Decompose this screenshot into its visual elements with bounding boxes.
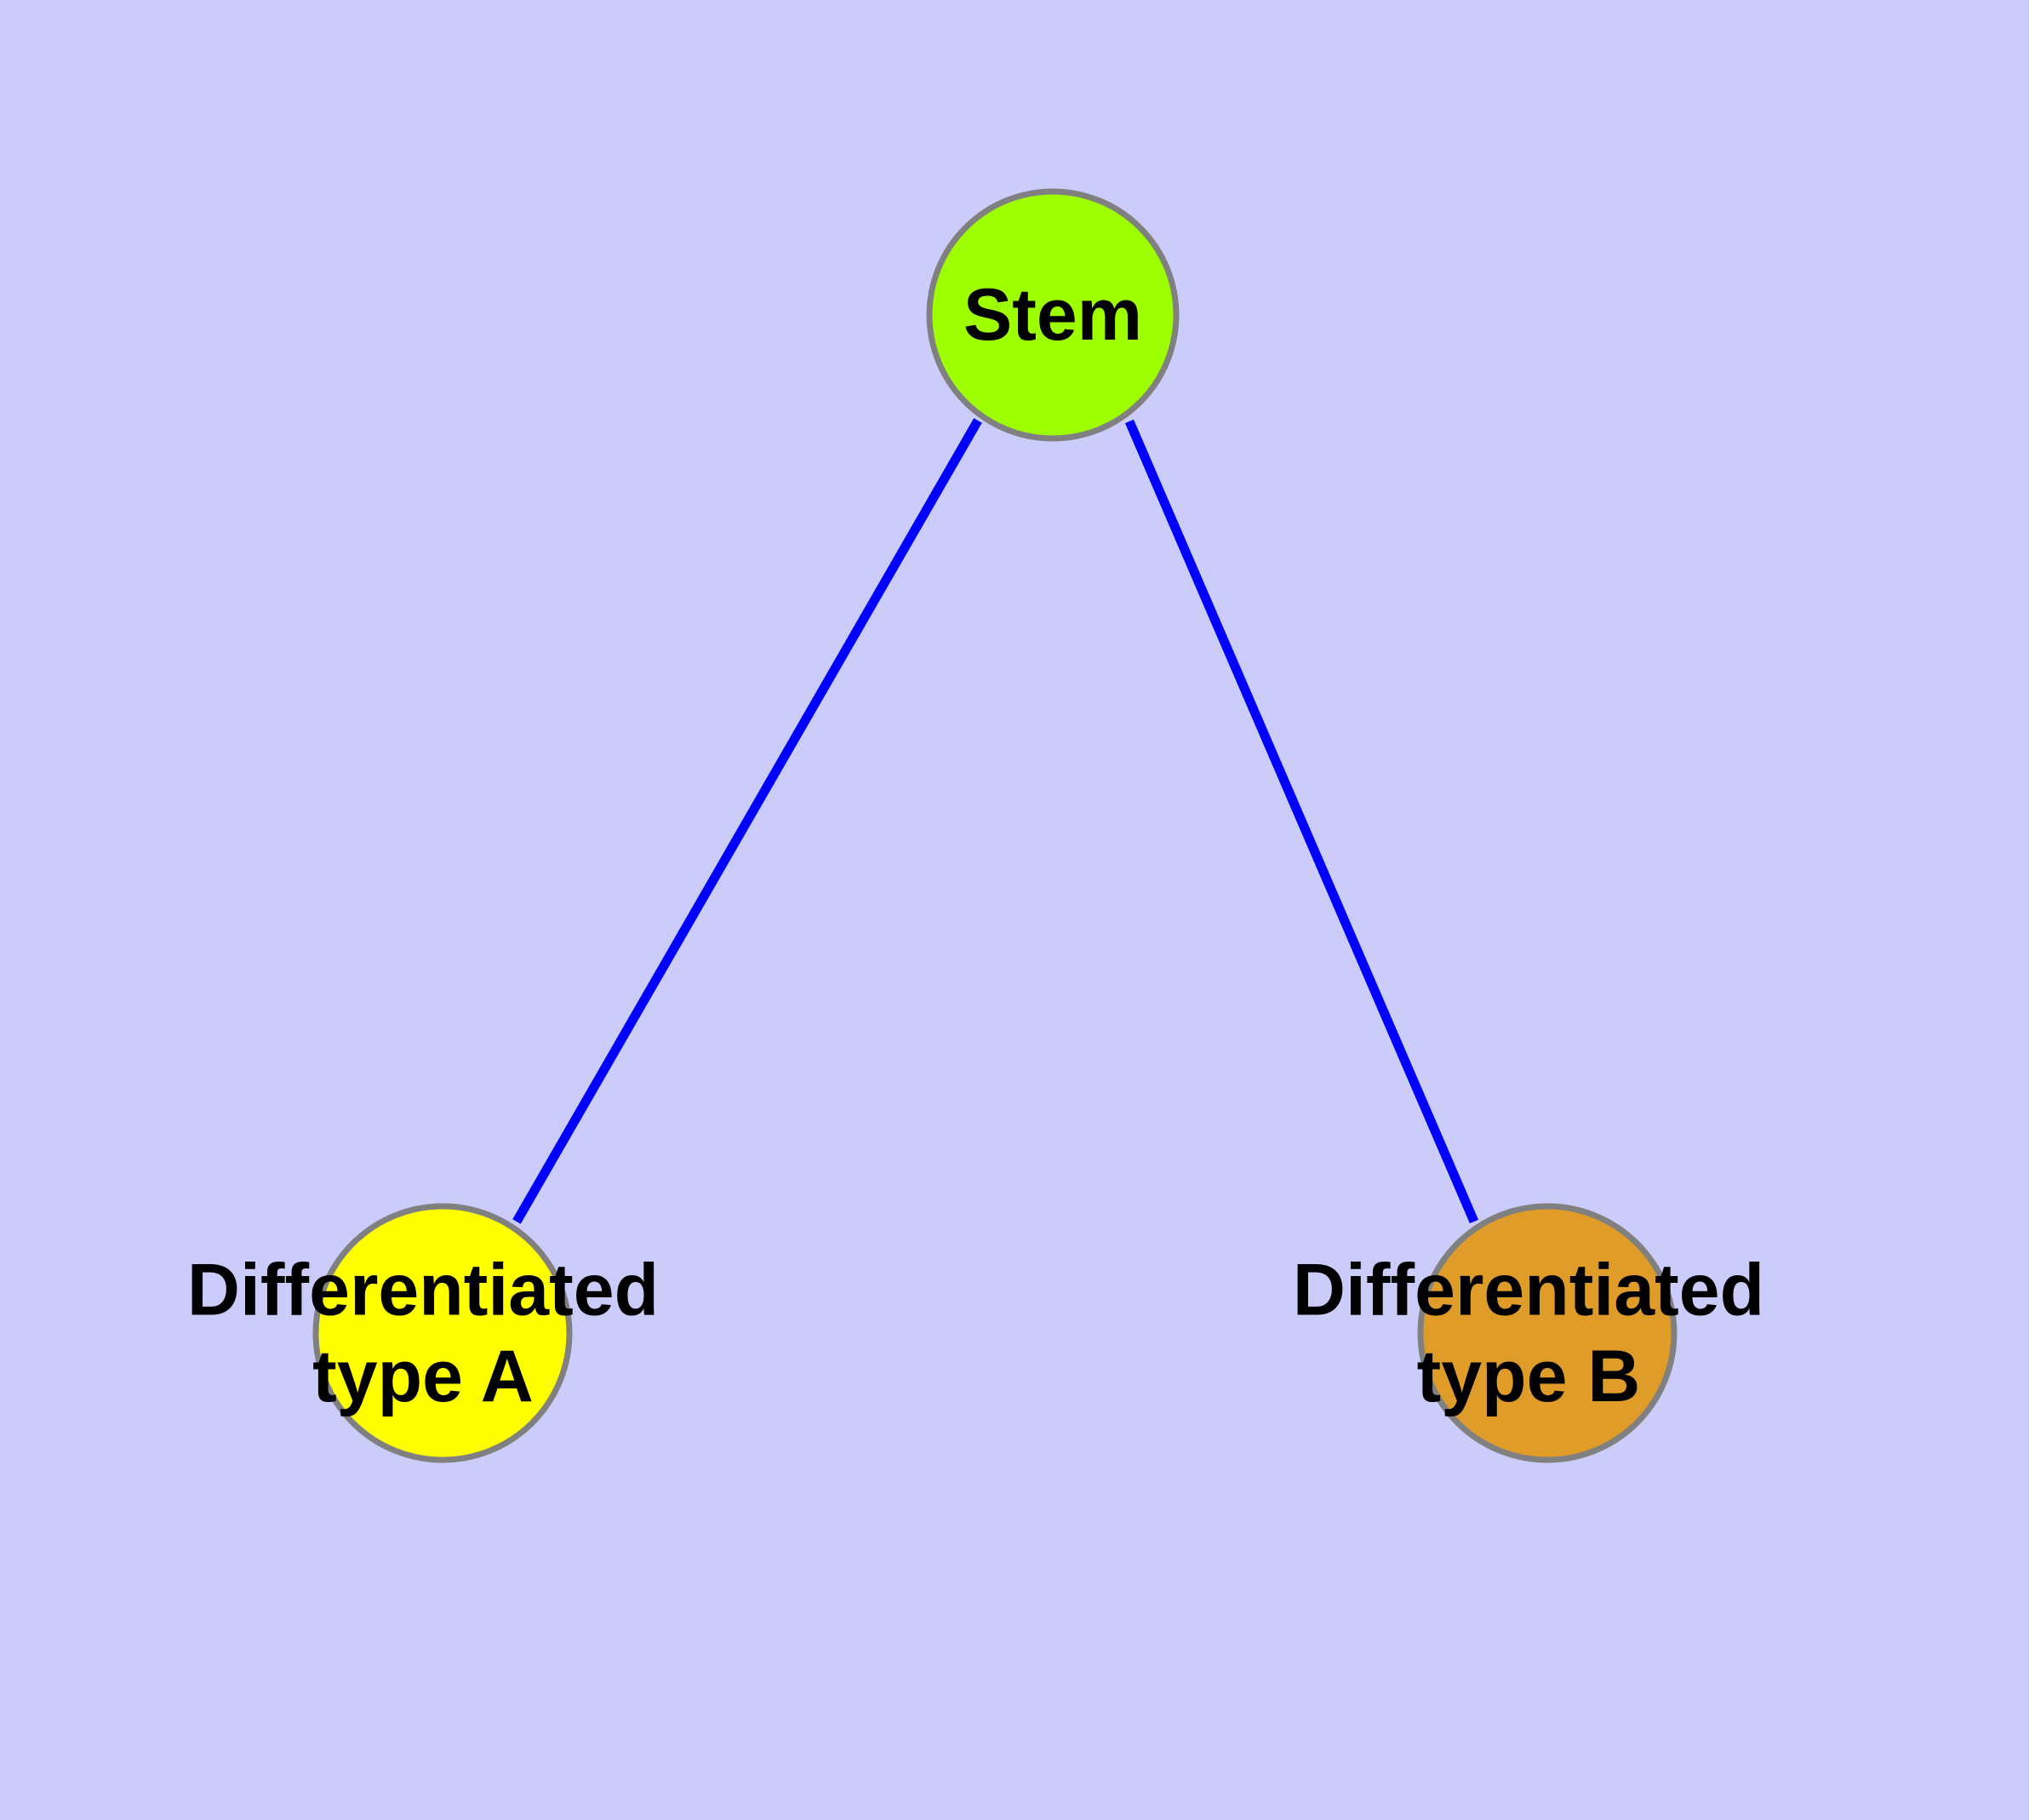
edge-stem-to-differentiated-type-a[interactable] — [512, 418, 982, 1224]
node-stem[interactable] — [926, 188, 1180, 442]
edges-group — [512, 418, 1479, 1224]
node-label-stem: Stem — [963, 274, 1142, 356]
node-differentiated-type-a[interactable] — [312, 1203, 573, 1463]
edge-stem-to-differentiated-type-b[interactable] — [1124, 419, 1479, 1224]
node-differentiated-type-b[interactable] — [1417, 1203, 1677, 1463]
nodes-group — [312, 188, 1677, 1463]
